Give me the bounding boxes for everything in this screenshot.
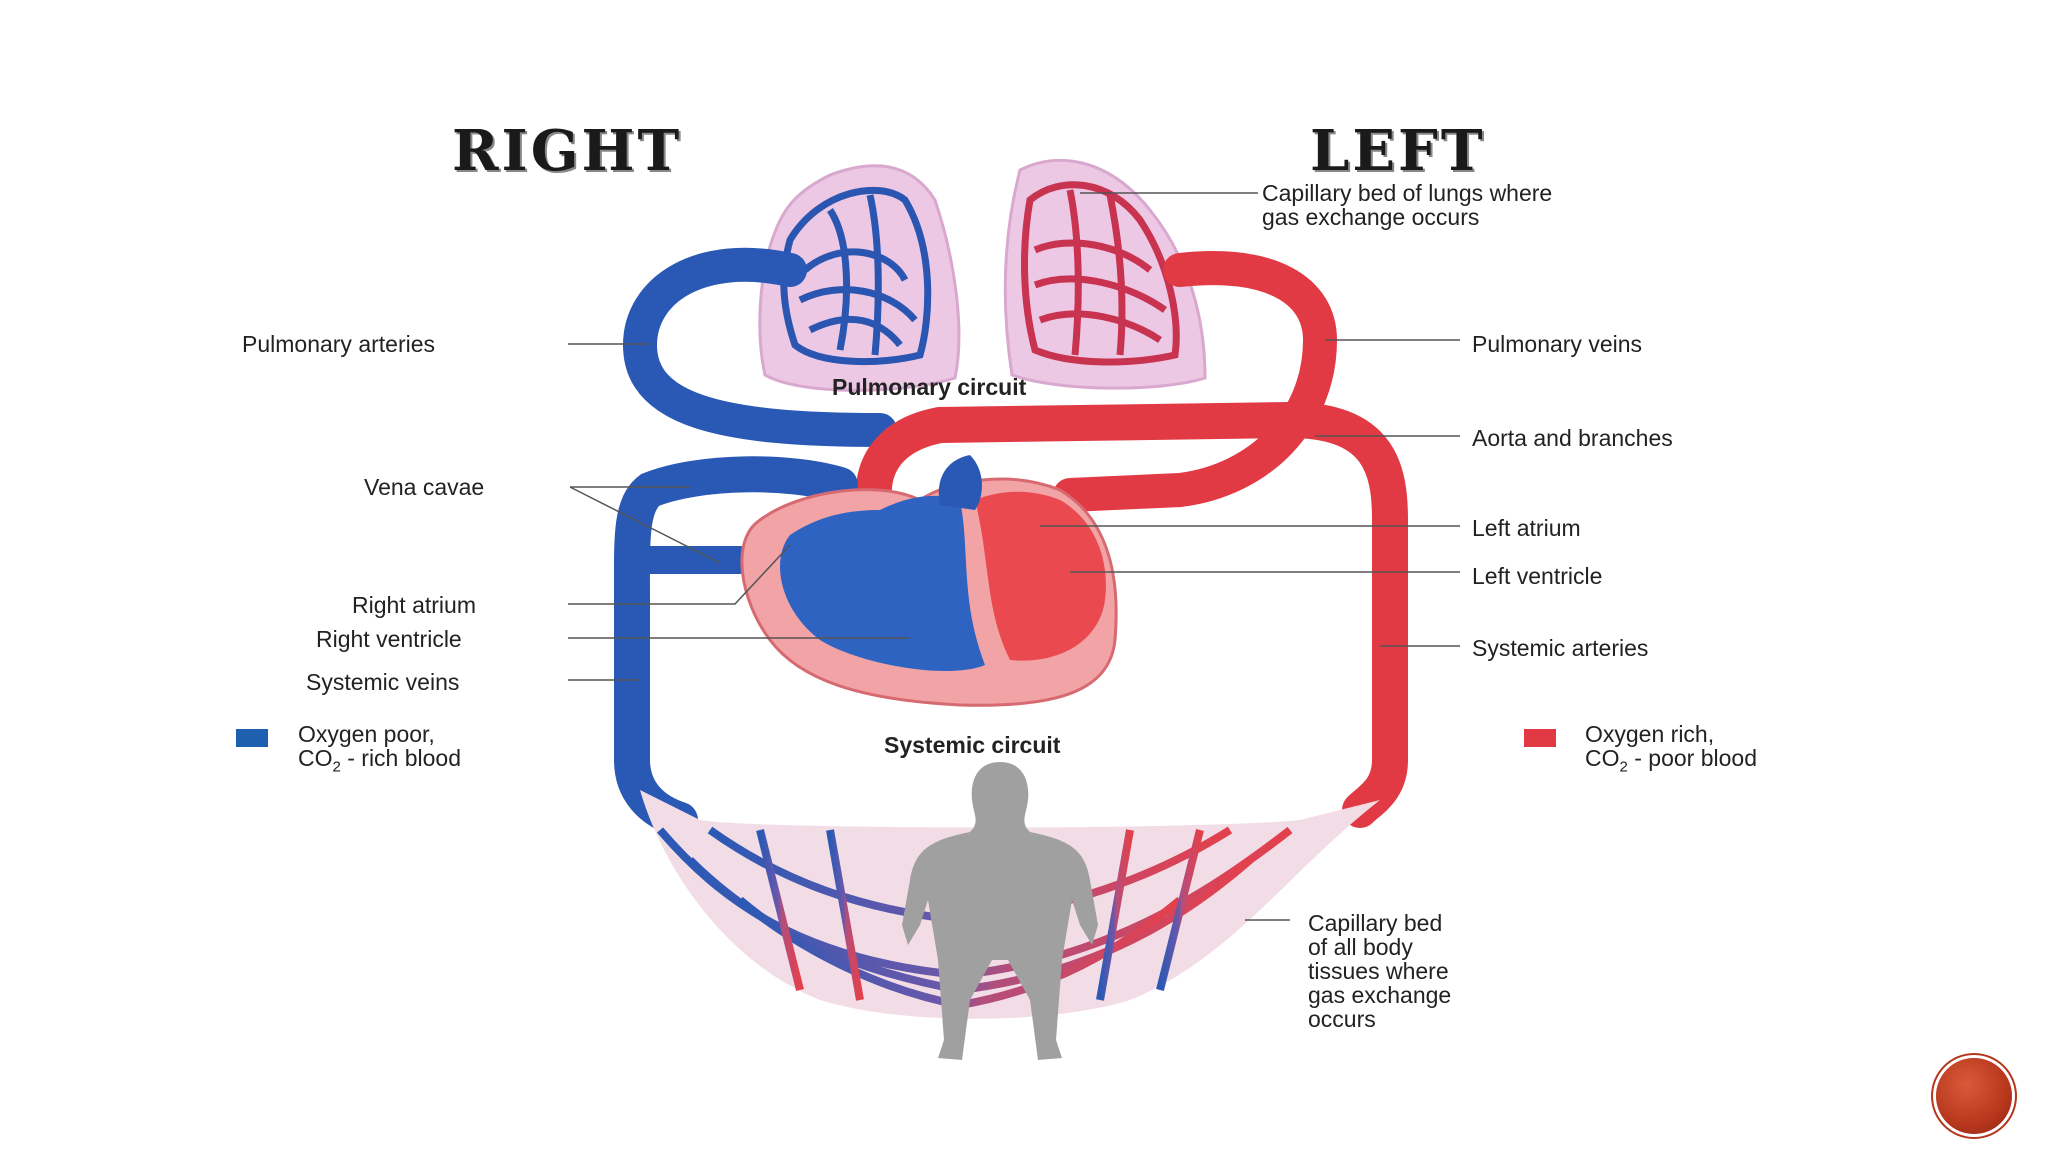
left-lung-capillaries — [1021, 181, 1180, 366]
capillary-body-line5: occurs — [1308, 1006, 1376, 1032]
co2-text: CO — [298, 745, 333, 771]
capillary-body-label: Capillary bed of all body tissues where … — [1308, 911, 1451, 1031]
systemic-arteries-label: Systemic arteries — [1472, 635, 1649, 661]
rich-blood-text: - rich blood — [340, 745, 462, 771]
aorta-vessel — [855, 401, 1408, 828]
pulmonary-vein-vessel — [1053, 251, 1338, 512]
vena-cavae-label: Vena cavae — [364, 474, 485, 500]
oxygen-poor-line1: Oxygen poor, — [298, 721, 435, 747]
capillary-lungs-line2: gas exchange occurs — [1262, 204, 1480, 230]
left-ventricle-label: Left ventricle — [1472, 563, 1603, 589]
aorta-label: Aorta and branches — [1472, 425, 1673, 451]
oxygen-poor-legend: Oxygen poor, CO2 - rich blood — [298, 722, 461, 780]
right-lung-capillaries — [780, 186, 932, 366]
pulmonary-circuit-label: Pulmonary circuit — [832, 374, 1027, 400]
right-atrium-label: Right atrium — [352, 592, 476, 618]
oxygen-rich-line2: CO2 - poor blood — [1585, 746, 1757, 780]
oxygen-rich-legend: Oxygen rich, CO2 - poor blood — [1585, 722, 1757, 780]
poor-blood-text: - poor blood — [1627, 745, 1757, 771]
capillary-body-line2: of all body — [1308, 934, 1413, 960]
leader-lines — [568, 192, 1460, 921]
left-atrium-label: Left atrium — [1472, 515, 1581, 541]
right-heart-chambers — [780, 495, 985, 671]
human-figure-icon — [902, 762, 1098, 1060]
left-side-title: LEFT — [1310, 118, 1486, 184]
lungs — [758, 158, 1207, 392]
capillary-lungs-line1: Capillary bed of lungs where — [1262, 180, 1553, 206]
right-ventricle-label: Right ventricle — [316, 626, 462, 652]
systemic-veins-label: Systemic veins — [306, 669, 460, 695]
right-lung — [758, 164, 961, 392]
oxygen-poor-swatch — [236, 729, 268, 747]
right-side-title: RIGHT — [452, 118, 683, 184]
capillary-body-line4: gas exchange — [1308, 982, 1452, 1008]
oxygen-poor-line2: CO2 - rich blood — [298, 746, 461, 780]
co2-text: CO — [1585, 745, 1620, 771]
pulmonary-artery-vessel — [622, 247, 897, 447]
nav-circle-icon[interactable] — [1936, 1058, 2012, 1134]
capillary-body-line1: Capillary bed — [1308, 910, 1443, 936]
vena-cava-vessel — [613, 456, 858, 838]
pulmonary-veins-label: Pulmonary veins — [1472, 331, 1643, 357]
systemic-circuit-label: Systemic circuit — [884, 732, 1061, 758]
co2-subscript: 2 — [332, 758, 341, 776]
heart — [740, 455, 1118, 707]
oxygen-rich-swatch — [1524, 729, 1556, 747]
co2-subscript: 2 — [1619, 758, 1628, 776]
capillary-lungs-label: Capillary bed of lungs where gas exchang… — [1262, 181, 1552, 229]
pulmonary-trunk — [938, 455, 982, 510]
left-heart-chambers — [975, 491, 1106, 661]
oxygen-rich-line1: Oxygen rich, — [1585, 721, 1715, 747]
capillary-body-line3: tissues where — [1308, 958, 1449, 984]
left-lung — [1003, 158, 1207, 390]
pulmonary-arteries-label: Pulmonary arteries — [242, 331, 436, 357]
